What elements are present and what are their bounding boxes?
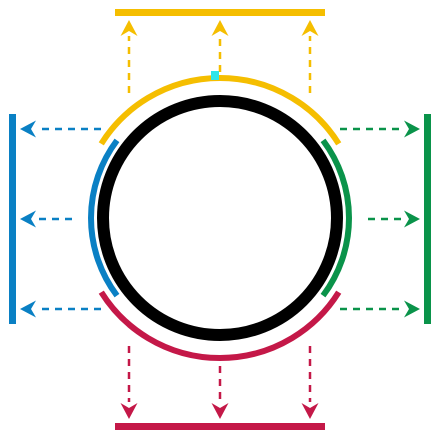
- left-arrowhead: [20, 210, 36, 228]
- right-arrowhead: [404, 300, 420, 318]
- top-arrowhead: [120, 20, 138, 36]
- top-arc: [98, 75, 342, 146]
- bottom-arc: [98, 290, 342, 361]
- top-projection-bar: [115, 9, 325, 16]
- top-arrowhead: [301, 20, 319, 36]
- top-arrowhead: [211, 20, 229, 36]
- left-projection-bar: [9, 114, 16, 324]
- right-projection-bar: [424, 114, 431, 324]
- left-arc: [88, 138, 120, 298]
- bottom-arrowhead: [120, 403, 138, 419]
- bottom-projection-bar: [115, 423, 325, 430]
- right-arrowhead: [404, 120, 420, 138]
- bottom-arrowhead: [211, 403, 229, 419]
- right-arc: [320, 138, 352, 298]
- top-arc-marker: [211, 71, 219, 80]
- left-arrowhead: [20, 120, 36, 138]
- central-ring: [97, 95, 343, 341]
- right-arrowhead: [404, 210, 420, 228]
- left-arrowhead: [20, 300, 36, 318]
- bottom-arrowhead: [301, 403, 319, 419]
